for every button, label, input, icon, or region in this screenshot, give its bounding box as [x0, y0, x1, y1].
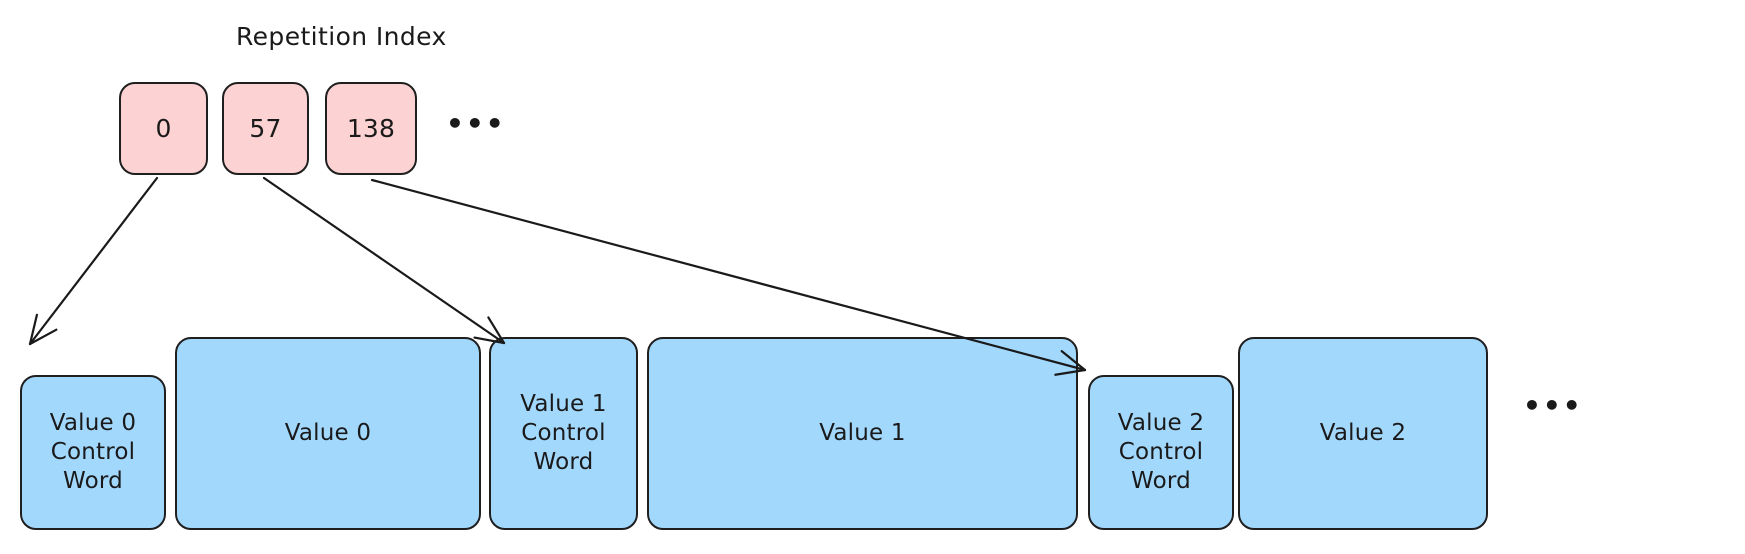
stream-node-value-0[interactable]: Value 0: [175, 337, 481, 530]
stream-node-value-1[interactable]: Value 1: [647, 337, 1078, 530]
index-node-138[interactable]: 138: [325, 82, 417, 175]
stream-node-value-1-control-word-label: Value 1 Control Word: [520, 391, 607, 475]
stream-node-value-0-control-word-label: Value 0 Control Word: [49, 410, 137, 494]
index-node-0-label: 0: [155, 113, 172, 143]
index-node-0[interactable]: 0: [119, 82, 208, 175]
index-node-138-label: 138: [346, 113, 396, 143]
index-node-57[interactable]: 57: [222, 82, 309, 175]
stream-node-value-2-control-word-label: Value 2 Control Word: [1117, 410, 1205, 494]
index-ellipsis: •••: [446, 107, 506, 140]
stream-node-value-2-label: Value 2: [1319, 420, 1407, 447]
repetition-index-title: Repetition Index: [236, 22, 447, 51]
arrow-index-57-to-value-1-control-word: [262, 176, 506, 345]
stream-node-value-1-label: Value 1: [819, 420, 906, 447]
index-node-57-label: 57: [249, 113, 282, 143]
stream-node-value-0-label: Value 0: [284, 420, 372, 447]
stream-node-value-2[interactable]: Value 2: [1238, 337, 1488, 530]
stream-node-value-0-control-word[interactable]: Value 0 Control Word: [20, 375, 166, 530]
stream-ellipsis: •••: [1523, 389, 1583, 422]
stream-node-value-1-control-word[interactable]: Value 1 Control Word: [489, 337, 638, 530]
stream-node-value-2-control-word[interactable]: Value 2 Control Word: [1088, 375, 1234, 530]
arrow-index-0-to-value-0-control-word: [28, 176, 159, 346]
